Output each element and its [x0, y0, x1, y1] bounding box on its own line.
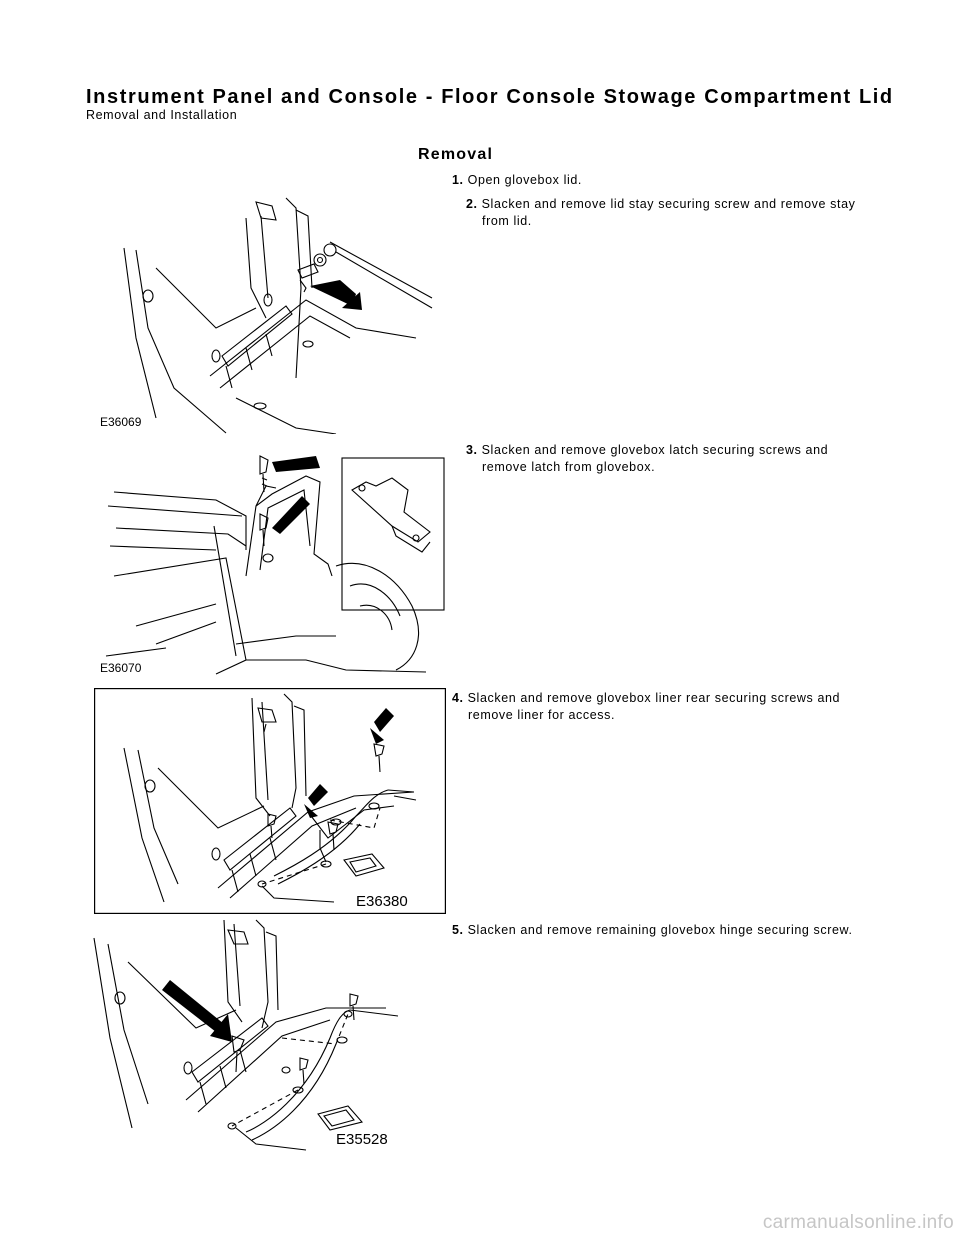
- step-number: 5.: [452, 923, 464, 937]
- illustration-glovebox-latch: E36070: [96, 446, 448, 680]
- step-1: 1.Open glovebox lid.: [452, 172, 582, 189]
- illustration-glovebox-liner: E36380: [94, 688, 446, 914]
- step-text: Slacken and remove glovebox liner rear s…: [467, 691, 841, 705]
- watermark-text: carmanualsonline.info: [762, 1212, 954, 1233]
- step-text-continued: remove latch from glovebox.: [482, 460, 656, 474]
- page-subtitle: Removal and Installation: [86, 108, 238, 122]
- step-text: Slacken and remove remaining glovebox hi…: [467, 923, 853, 937]
- step-number: 2.: [466, 197, 478, 211]
- step-4: 4.Slacken and remove glovebox liner rear…: [452, 690, 840, 724]
- step-text-continued: from lid.: [482, 214, 532, 228]
- step-5: 5.Slacken and remove remaining glovebox …: [452, 922, 853, 939]
- step-text-continued: remove liner for access.: [468, 708, 616, 722]
- section-heading: Removal: [418, 146, 494, 163]
- step-text: Slacken and remove glovebox latch securi…: [481, 443, 829, 457]
- step-3: 3.Slacken and remove glovebox latch secu…: [466, 442, 828, 476]
- illustration-lid-stay: E36069: [96, 188, 440, 434]
- step-number: 4.: [452, 691, 464, 705]
- figure-label: E36070: [100, 661, 142, 675]
- step-2: 2.Slacken and remove lid stay securing s…: [466, 196, 855, 230]
- step-text: Open glovebox lid.: [467, 173, 582, 187]
- page-title: Instrument Panel and Console - Floor Con…: [86, 86, 894, 108]
- step-number: 1.: [452, 173, 464, 187]
- step-number: 3.: [466, 443, 478, 457]
- figure-label: E36069: [100, 415, 142, 429]
- figure-label: E35528: [336, 1131, 388, 1148]
- figure-label: E36380: [356, 893, 408, 910]
- step-text: Slacken and remove lid stay securing scr…: [481, 197, 856, 211]
- illustration-hinge-screw: E35528: [86, 918, 430, 1152]
